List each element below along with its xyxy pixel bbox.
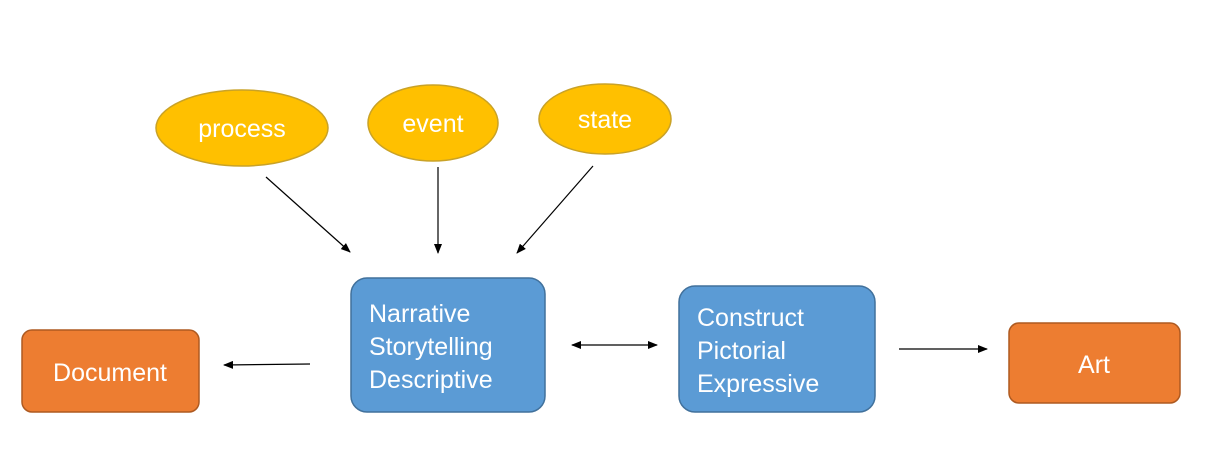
art-label: Art bbox=[1078, 351, 1110, 379]
document-box bbox=[21, 329, 200, 413]
narrative-line-1: Narrative bbox=[369, 300, 470, 328]
document-label: Document bbox=[53, 359, 167, 387]
input-node-event: event bbox=[367, 84, 499, 162]
event-ellipse bbox=[367, 84, 499, 162]
input-node-state: state bbox=[538, 83, 672, 155]
process-ellipse bbox=[155, 89, 329, 167]
construct-line-2: Pictorial bbox=[697, 337, 786, 365]
art-box bbox=[1008, 322, 1181, 404]
construct-line-3: Expressive bbox=[697, 370, 819, 398]
arrow-process-to-narrative bbox=[265, 176, 351, 253]
state-label: state bbox=[578, 106, 632, 134]
state-ellipse bbox=[538, 83, 672, 155]
input-node-process: process bbox=[155, 89, 329, 167]
narrative-box bbox=[350, 277, 546, 413]
narrative-node: Narrative Storytelling Descriptive bbox=[350, 277, 546, 413]
narrative-line-3: Descriptive bbox=[369, 366, 493, 394]
arrow-state-to-narrative bbox=[516, 165, 594, 254]
construct-node: Construct Pictorial Expressive bbox=[678, 285, 876, 413]
construct-box bbox=[678, 285, 876, 413]
narrative-line-2: Storytelling bbox=[369, 333, 493, 361]
arrow-narrative-to-document bbox=[223, 360, 311, 369]
process-label: process bbox=[198, 115, 286, 143]
document-node: Document bbox=[21, 329, 200, 413]
art-node: Art bbox=[1008, 322, 1181, 404]
event-label: event bbox=[402, 110, 463, 138]
construct-line-1: Construct bbox=[697, 304, 804, 332]
